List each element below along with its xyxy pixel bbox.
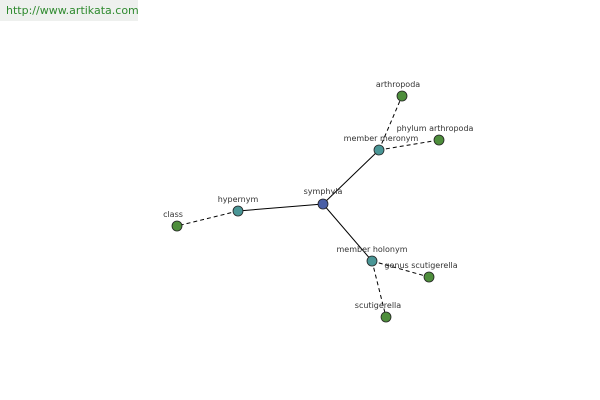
node-circle[interactable]	[373, 144, 385, 156]
edge-symphyla-to-member-holonym	[322, 203, 373, 262]
node-circle[interactable]	[232, 205, 244, 217]
edge-hypernym-to-class	[176, 210, 239, 227]
node-circle[interactable]	[317, 198, 329, 210]
node-arthropoda[interactable]: arthropoda	[376, 80, 420, 102]
edge-member-meronym-to-phylum-arthropoda	[378, 139, 440, 151]
node-circle[interactable]	[366, 255, 378, 267]
node-genus-scutigerella[interactable]: genus scutigerella	[384, 261, 458, 283]
node-label: member meronym	[344, 134, 419, 143]
node-label: phylum arthropoda	[397, 124, 474, 133]
node-label: class	[163, 210, 183, 219]
node-scutigerella[interactable]: scutigerella	[355, 301, 401, 323]
node-member-holonym[interactable]: member holonym	[336, 245, 408, 267]
node-label: member holonym	[336, 245, 407, 254]
node-label: symphyla	[304, 187, 343, 196]
node-label: genus scutigerella	[384, 261, 457, 270]
node-label: hypernym	[218, 195, 259, 204]
edge-member-holonym-to-scutigerella	[371, 260, 387, 318]
edges-layer	[176, 95, 440, 318]
edge-symphyla-to-member-meronym	[322, 149, 380, 205]
node-label: arthropoda	[376, 80, 420, 89]
watermark-url[interactable]: http://www.artikata.com	[6, 4, 139, 17]
node-phylum-arthropoda[interactable]: phylum arthropoda	[397, 124, 474, 146]
node-circle[interactable]	[433, 134, 445, 146]
nodes-layer: symphyla hypernym member meronym member hol…	[163, 80, 474, 323]
node-circle[interactable]	[171, 220, 183, 232]
edge-symphyla-to-hypernym	[237, 203, 324, 212]
node-label: scutigerella	[355, 301, 401, 310]
node-circle[interactable]	[396, 90, 408, 102]
edge-member-holonym-to-genus-scutigerella	[371, 260, 430, 278]
node-symphyla[interactable]: symphyla	[304, 187, 343, 210]
node-member-meronym[interactable]: member meronym	[344, 134, 419, 156]
edge-member-meronym-to-arthropoda	[378, 95, 403, 151]
node-hypernym[interactable]: hypernym	[218, 195, 259, 217]
node-circle[interactable]	[423, 271, 435, 283]
watermark-banner: http://www.artikata.com	[0, 0, 139, 21]
node-circle[interactable]	[380, 311, 392, 323]
node-class[interactable]: class	[163, 210, 183, 232]
